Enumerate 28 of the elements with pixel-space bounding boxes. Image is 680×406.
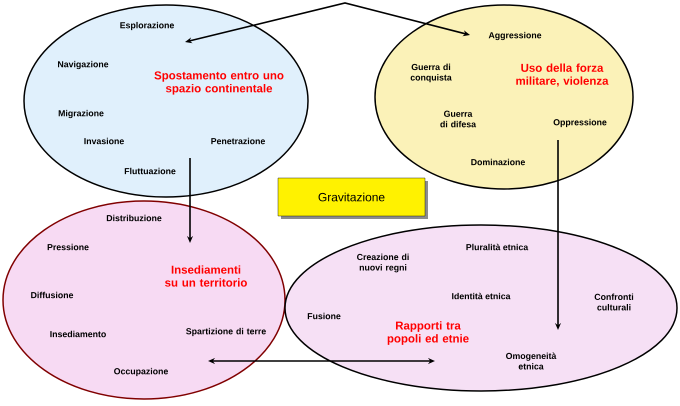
term-label: Oppressione xyxy=(554,118,606,128)
term-label: Guerra di difesa xyxy=(440,110,476,128)
term-label: Occupazione xyxy=(114,368,168,376)
term-label: Creazione di nuovi regni xyxy=(357,254,409,272)
heading: Uso della forza militare, violenza xyxy=(516,64,609,86)
term-label: Invasione xyxy=(84,138,124,144)
heading: Spostamento entro uno spazio continentale xyxy=(154,71,284,95)
term-label: Penetrazione xyxy=(211,138,265,144)
term-label: Diffusione xyxy=(31,292,74,298)
term-label: Pluralità etnica xyxy=(466,244,528,250)
term-label: Insediamento xyxy=(50,330,106,338)
term-label: Fusione xyxy=(308,312,341,320)
term-label: Fluttuazione xyxy=(124,168,176,174)
term-label: Guerra di conquista xyxy=(410,64,452,82)
term-label: Identità etnica xyxy=(452,292,511,300)
term-label: Omogeneità etnica xyxy=(506,352,556,370)
term-label: Esplorazione xyxy=(120,22,174,30)
term-label: Spartizione di terre xyxy=(186,328,266,336)
term-label: Dominazione xyxy=(471,158,525,166)
heading: Insediamenti su un territorio xyxy=(165,265,247,287)
heading: Rapporti tra popoli ed etnie xyxy=(388,321,469,345)
term-label: Migrazione xyxy=(58,110,104,118)
term-label: Aggressione xyxy=(488,32,542,40)
term-label: Distribuzione xyxy=(106,214,162,222)
title-box: Gravitazione xyxy=(278,178,428,219)
term-label: Navigazione xyxy=(58,60,108,70)
term-label: Confronti culturali xyxy=(594,294,634,310)
term-label: Pressione xyxy=(48,244,89,250)
